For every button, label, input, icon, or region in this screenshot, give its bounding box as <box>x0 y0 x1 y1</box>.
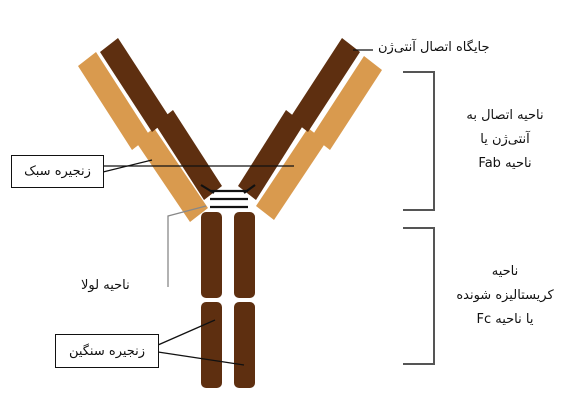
pointer-lines <box>102 49 373 366</box>
left-light-chain <box>78 52 208 222</box>
heavy-chain-stem <box>201 212 255 388</box>
heavy-chain-pointer-upper <box>157 319 216 346</box>
light-chain-label: زنجیره سبک <box>11 155 104 188</box>
disulfide-bonds <box>200 184 256 209</box>
right-stem-lower <box>234 302 255 388</box>
fab-region-label: ناحیه اتصال به آنتی‌ژن یا ناحیه Fab <box>440 104 570 176</box>
fc-region-label: ناحیه کریستالیزه شونده یا ناحیه Fc <box>440 260 570 332</box>
heavy-chain-pointer-lower <box>157 351 245 366</box>
fc-region-line-2: کریستالیزه شونده <box>456 288 554 303</box>
hinge-region-label: ناحیه لولا <box>81 278 130 293</box>
left-light-chain-variable-domain <box>78 52 150 150</box>
fab-bracket <box>403 71 435 211</box>
left-light-chain-constant-domain <box>136 128 208 222</box>
right-light-chain-variable-domain <box>312 56 382 150</box>
fab-region-line-1: ناحیه اتصال به <box>466 108 544 123</box>
left-heavy-chain-variable-domain <box>100 38 170 132</box>
antigen-binding-site-label: جایگاه اتصال آنتی‌ژن <box>378 40 490 55</box>
right-heavy-chain-variable-domain <box>290 38 360 132</box>
left-stem-upper <box>201 212 222 298</box>
left-heavy-chain-arm <box>100 38 222 200</box>
fc-region-line-1: ناحیه <box>491 264 519 279</box>
fc-region-line-3: یا ناحیه Fc <box>476 312 534 327</box>
right-light-chain-constant-domain <box>256 128 326 220</box>
left-stem-lower <box>201 302 222 388</box>
right-heavy-chain-constant-domain <box>238 110 304 200</box>
fab-region-line-3: ناحیه Fab <box>478 156 532 171</box>
right-stem-upper <box>234 212 255 298</box>
right-heavy-chain-arm <box>238 38 360 200</box>
right-light-chain <box>256 56 382 220</box>
left-heavy-chain-constant-domain <box>155 110 222 200</box>
hinge-pointer <box>167 205 207 287</box>
light-chain-pointer-secondary <box>102 159 153 173</box>
fc-bracket <box>403 227 435 365</box>
heavy-chain-label: زنجیره سنگین <box>55 334 159 368</box>
fab-region-line-2: آنتی‌ژن یا <box>480 132 530 147</box>
